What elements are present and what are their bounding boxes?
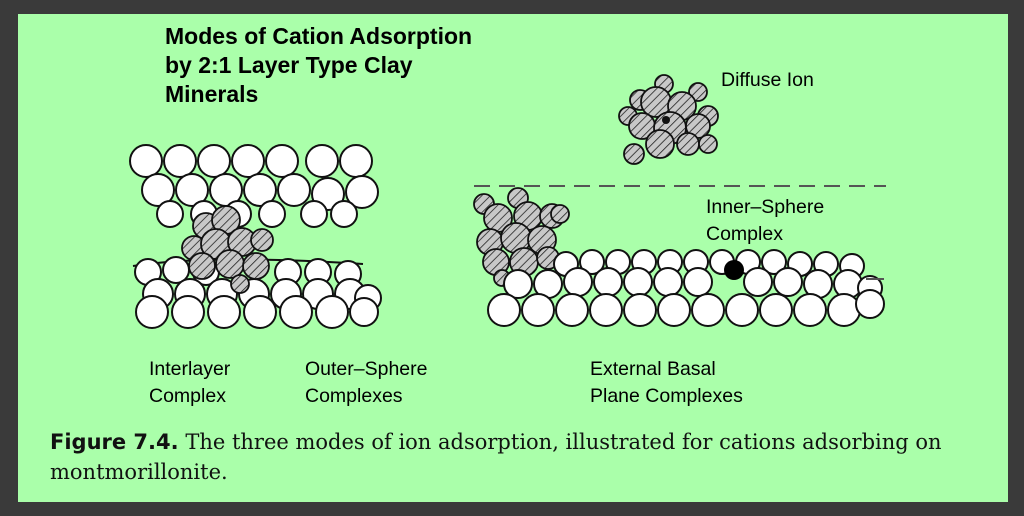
label-interlayer-line-2: Complex xyxy=(149,385,226,407)
label-diffuse-ion-text: Diffuse Ion xyxy=(721,69,814,91)
basal-plane-clay-layer xyxy=(487,249,885,327)
label-outer-sphere-line-2: Complexes xyxy=(305,385,403,407)
label-diffuse-ion: Diffuse Ion xyxy=(721,67,814,94)
label-inner-sphere-line-1: Inner–Sphere xyxy=(706,196,825,218)
upper-clay-layer xyxy=(129,144,379,228)
title-line-3: Minerals xyxy=(165,81,259,107)
label-inner-sphere-line-2: Complex xyxy=(706,223,783,245)
label-inner-sphere: Inner–Sphere Complex xyxy=(706,194,824,248)
diffuse-ion-cluster xyxy=(618,74,719,165)
label-interlayer: Interlayer Complex xyxy=(149,356,230,410)
diffuse-ion-center xyxy=(662,116,670,124)
figure-number: Figure 7.4. xyxy=(50,430,179,454)
label-outer-sphere: Outer–Sphere Complexes xyxy=(305,356,428,410)
label-external-basal: External Basal Plane Complexes xyxy=(590,356,743,410)
label-interlayer-line-1: Interlayer xyxy=(149,358,231,380)
label-outer-sphere-line-1: Outer–Sphere xyxy=(305,358,428,380)
caption-text: The three modes of ion adsorption, illus… xyxy=(50,430,942,484)
figure-caption: Figure 7.4. The three modes of ion adsor… xyxy=(50,427,990,487)
label-external-basal-line-2: Plane Complexes xyxy=(590,385,743,407)
title-line-1: Modes of Cation Adsorption xyxy=(165,23,473,49)
title-line-2: by 2:1 Layer Type Clay xyxy=(165,52,413,78)
interlayer-hydrated-cation xyxy=(181,205,274,294)
adsorption-diagram xyxy=(129,74,886,329)
figure-panel: Modes of Cation Adsorption by 2:1 Layer … xyxy=(18,14,1008,502)
diagram-title: Modes of Cation Adsorption by 2:1 Layer … xyxy=(165,22,472,109)
inner-sphere-ion xyxy=(724,260,744,280)
label-external-basal-line-1: External Basal xyxy=(590,358,716,380)
lower-clay-layer-left xyxy=(132,256,382,329)
